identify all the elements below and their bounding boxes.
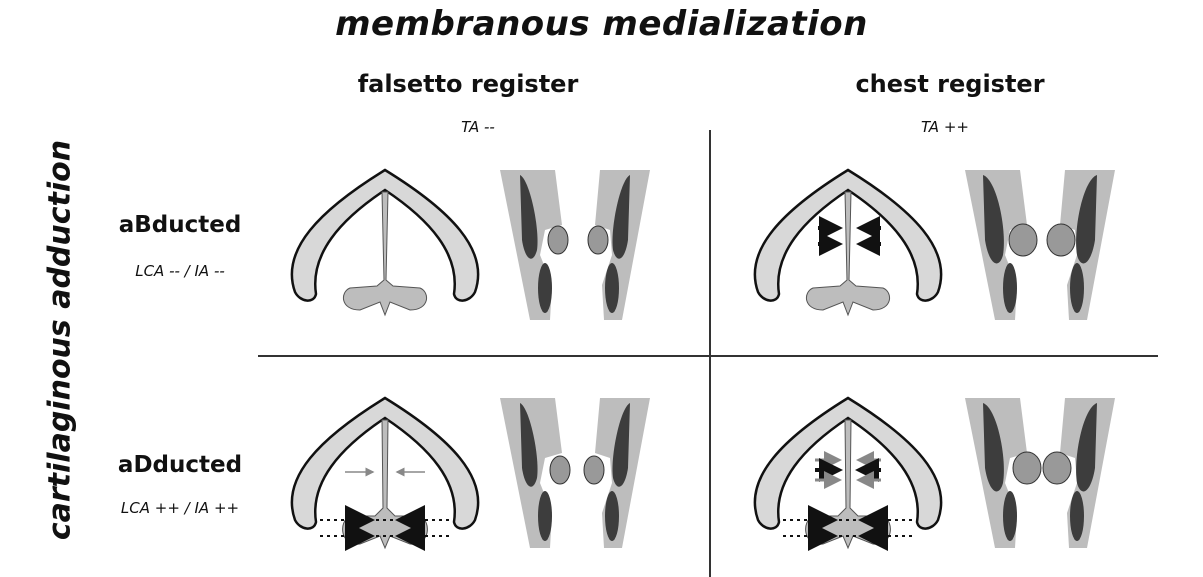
panel-chest-adducted — [755, 398, 941, 548]
coronal-chest-abducted — [965, 170, 1115, 320]
panel-falsetto-adducted — [292, 398, 478, 548]
panel-falsetto-abducted — [292, 170, 478, 315]
coronal-falsetto-abducted — [500, 170, 650, 320]
coronal-chest-adducted — [965, 398, 1115, 548]
coronal-falsetto-adducted — [500, 398, 650, 548]
panel-chest-abducted — [755, 170, 941, 315]
